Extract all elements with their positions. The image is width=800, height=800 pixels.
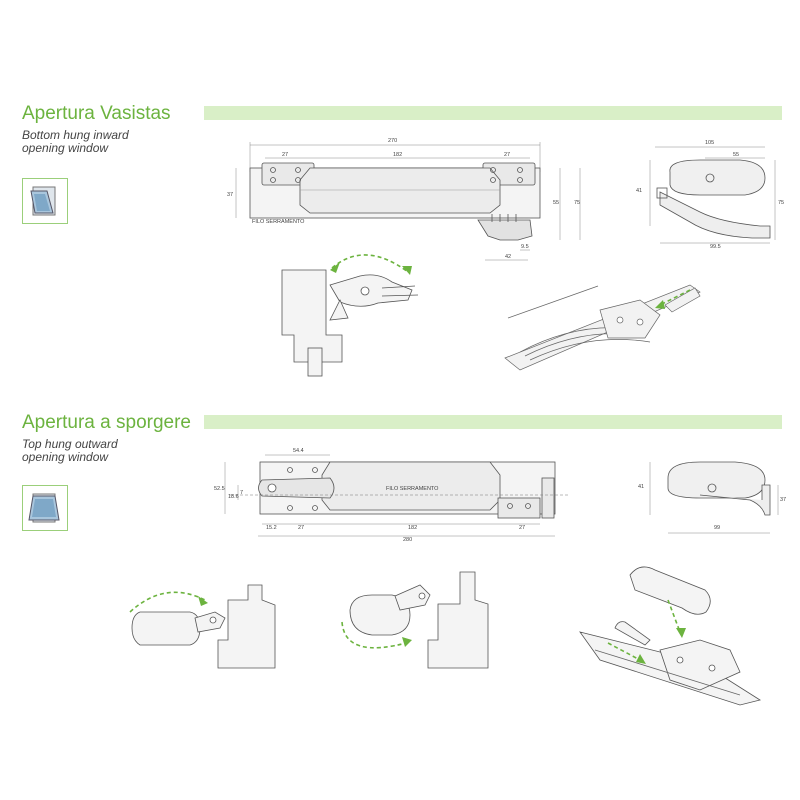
dim-182: 182 (393, 152, 403, 158)
dim-105: 105 (705, 140, 715, 146)
filo-serramento-label: FILO SERRAMENTO (252, 219, 305, 225)
section1-subtitle-line1: Bottom hung inward (22, 128, 129, 142)
dim-27-right: 27 (504, 152, 511, 158)
section1-header-band (204, 106, 782, 120)
dim-55: 55 (553, 200, 560, 206)
dim-7: 7 (240, 490, 244, 496)
top-hung-window-icon (22, 485, 68, 531)
dim-280: 280 (403, 537, 413, 543)
dim-41: 41 (636, 188, 643, 194)
dim-182-s2: 182 (408, 525, 418, 531)
dim-75-side: 75 (778, 200, 785, 206)
dim-99-5: 99.5 (710, 244, 721, 250)
section2-title: Apertura a sporgere (22, 412, 191, 433)
dim-52-5: 52.5 (214, 486, 225, 492)
dim-75: 75 (574, 200, 581, 206)
dim-270: 270 (388, 138, 398, 144)
dim-99: 99 (714, 525, 721, 531)
section1-title: Apertura Vasistas (22, 103, 171, 124)
dim-54-4: 54.4 (293, 448, 304, 454)
dim-42: 42 (505, 254, 512, 260)
dim-55-side: 55 (733, 152, 740, 158)
bottom-hung-window-icon (22, 178, 68, 224)
section1-subtitle: Bottom hung inward opening window (22, 129, 192, 155)
dim-27-left-s2: 27 (298, 525, 305, 531)
section1-subtitle-line2: opening window (22, 141, 109, 155)
dim-41-s2: 41 (638, 484, 645, 490)
dim-37-s2: 37 (780, 497, 787, 503)
dim-18-6: 18.6 (228, 494, 239, 500)
dim-27-right-s2: 27 (519, 525, 526, 531)
dim-37: 37 (227, 192, 234, 198)
dim-15-2: 15.2 (266, 525, 277, 531)
section2-header-band (204, 415, 782, 429)
section2-subtitle-line1: Top hung outward (22, 437, 118, 451)
dim-9-5: 9.5 (521, 244, 529, 250)
section2-subtitle-line2: opening window (22, 450, 109, 464)
dim-27-left: 27 (282, 152, 289, 158)
filo-serramento-label-s2: FILO SERRAMENTO (386, 486, 439, 492)
section2-subtitle: Top hung outward opening window (22, 438, 192, 464)
